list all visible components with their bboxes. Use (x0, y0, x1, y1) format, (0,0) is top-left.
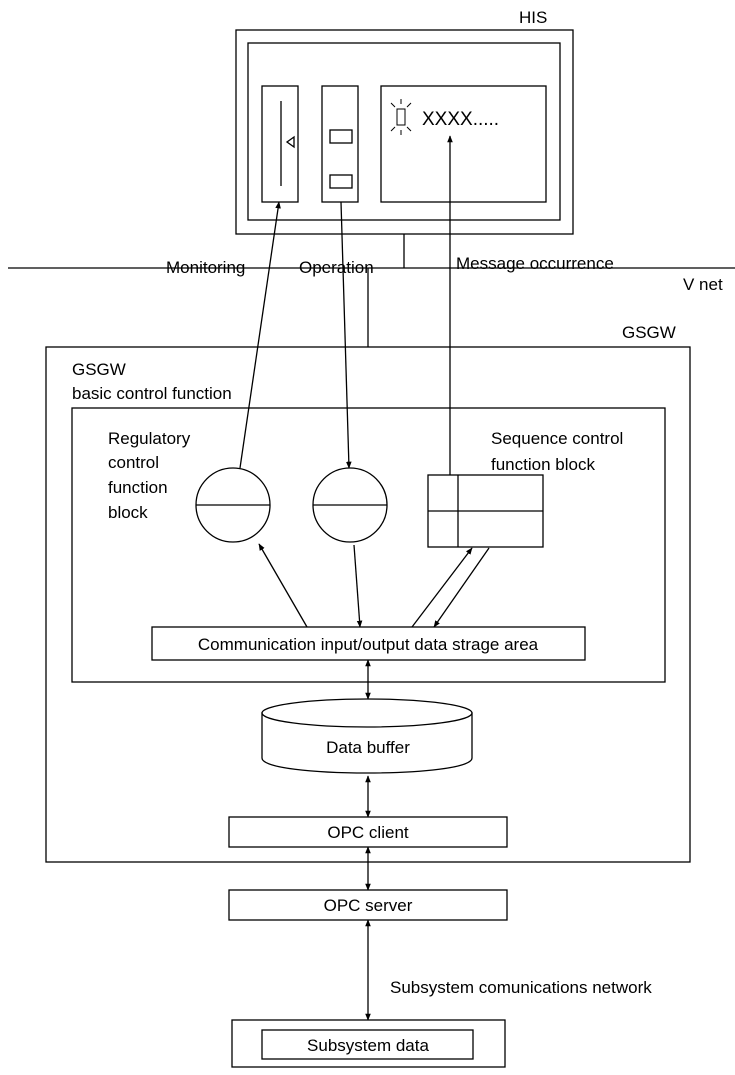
regulatory-block-label-4: block (108, 503, 148, 522)
storage-to-regulatory-arrow (258, 543, 308, 628)
sequence-block-label-2: function block (491, 455, 595, 474)
operation-button-lower (329, 174, 353, 189)
sequence-control-function-block (427, 474, 544, 548)
comm-io-storage-area (151, 626, 586, 661)
vnet-label: V net (683, 275, 723, 294)
comm-io-storage-label: Communication input/output data strage a… (198, 635, 539, 654)
subsystem-data-label: Subsystem data (307, 1036, 429, 1055)
sequence-block-label-1: Sequence control (491, 429, 623, 448)
message-text: XXXX..... (422, 109, 499, 130)
sequence-to-storage-arrow (433, 547, 490, 628)
regulatory-block-label-1: Regulatory (108, 429, 191, 448)
data-buffer-cylinder (261, 698, 473, 774)
opc-client-label: OPC client (327, 823, 409, 842)
data-buffer-label: Data buffer (326, 738, 410, 757)
gsgw-title: GSGW (622, 323, 676, 342)
operation-button-upper (329, 129, 353, 144)
operation-function-block (312, 467, 388, 543)
opc-server-box (228, 889, 508, 921)
his-title: HIS (519, 8, 547, 27)
regulatory-block-label-2: control (108, 453, 159, 472)
opc-server-label: OPC server (324, 896, 413, 915)
monitoring-arrow (239, 201, 281, 469)
storage-to-sequence-arrow (411, 547, 473, 628)
regulatory-control-function-block (195, 467, 271, 543)
subsystem-data-box (261, 1029, 474, 1060)
message-panel (380, 85, 547, 203)
regulatory-block-label-3: function (108, 478, 168, 497)
basic-function-label-line2: basic control function (72, 384, 232, 403)
flashing-lamp-icon (390, 99, 412, 135)
operation-label: Operation (299, 258, 374, 277)
basic-function-label-line1: GSGW (72, 360, 126, 379)
monitoring-label: Monitoring (166, 258, 245, 277)
subsystem-network-label: Subsystem comunications network (390, 978, 652, 997)
operation-to-storage-arrow (353, 544, 363, 628)
operation-arrow (340, 201, 352, 469)
trend-pointer-icon (285, 135, 295, 149)
monitoring-trend-panel (261, 85, 299, 203)
message-occurrence-label: Message occurrence (456, 254, 614, 273)
